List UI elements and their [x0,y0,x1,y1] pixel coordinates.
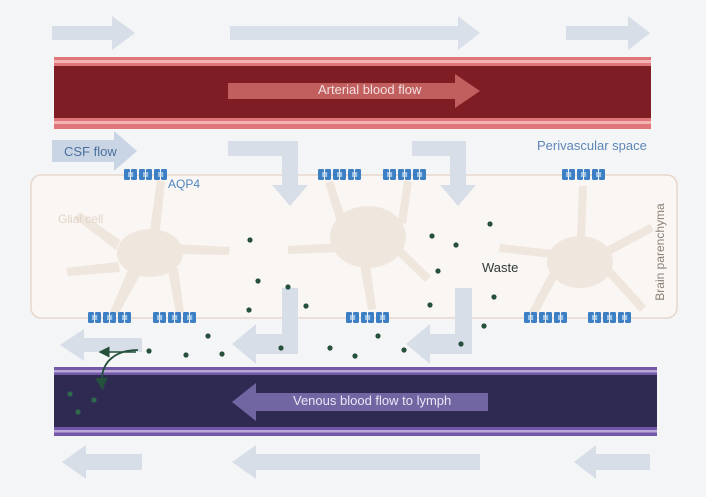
top-flow-arrow-middle [230,16,480,50]
glial-cell-middle [288,180,431,310]
glial-cell-left [66,180,230,315]
waste-drainage-arrow [95,349,139,391]
csf-flow-label: CSF flow [64,144,117,159]
csf-down-arrow-1 [228,141,308,206]
glial-cell-label: Glial cell [58,212,104,226]
arterial-flow-label: Arterial blood flow [318,82,422,97]
venous-flow-arrow [232,383,488,421]
top-flow-arrow-left [52,16,135,50]
perivascular-space-label: Perivascular space [537,138,647,153]
waste-label: Waste [482,260,519,275]
glial-cell-right [499,186,654,317]
top-flow-arrow-right [566,16,650,50]
bottom-flow-arrow-left [62,445,142,479]
bottom-flow-arrow-right [574,445,650,479]
csf-flow-arrow [52,131,137,171]
aqp4-label: AQP4 [168,177,201,191]
csf-down-arrow-2 [412,141,476,206]
waste-particles-in-vein [67,391,97,415]
waste-particles [146,221,497,359]
efflux-left-arrow [60,329,142,361]
bottom-flow-arrow-middle [232,445,480,479]
arterial-flow-arrow [228,74,480,108]
efflux-arrow-1 [232,288,298,364]
venous-flow-label: Venous blood flow to lymph [293,393,452,408]
efflux-arrow-2 [406,288,472,364]
brain-parenchyma-label: Brain parenchyma [653,203,667,301]
